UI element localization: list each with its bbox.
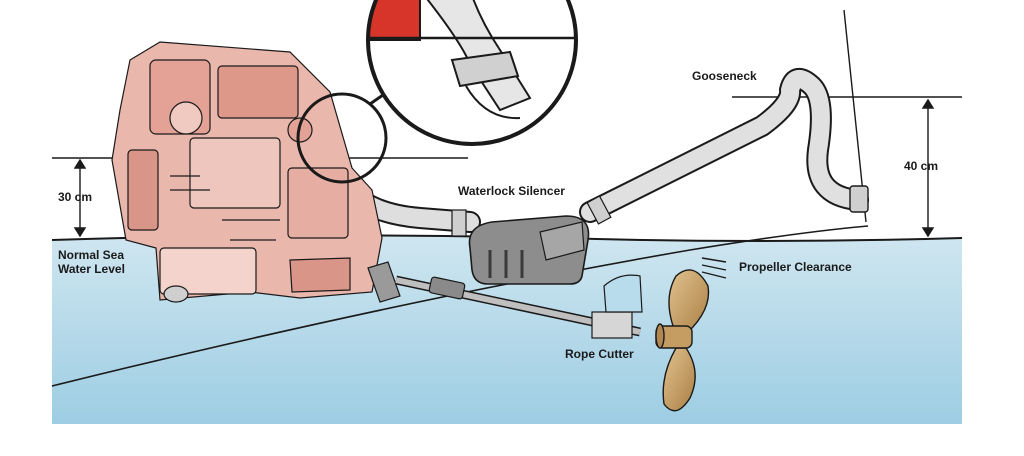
gooseneck-hose bbox=[579, 68, 869, 225]
magnifier-inset bbox=[296, 0, 578, 184]
propeller-clearance-marks bbox=[701, 257, 727, 279]
label-waterlock-silencer: Waterlock Silencer bbox=[458, 184, 565, 198]
label-propeller-clearance: Propeller Clearance bbox=[739, 260, 852, 274]
drive-shaft bbox=[367, 261, 641, 339]
dimension-arrow-30cm bbox=[73, 158, 87, 238]
propeller bbox=[655, 269, 710, 412]
label-sea-level-line2: Water Level bbox=[58, 262, 125, 276]
label-sea-level-line1: Normal Sea bbox=[58, 248, 125, 262]
label-height-engine: 30 cm bbox=[58, 190, 93, 204]
label-rope-cutter: Rope Cutter bbox=[565, 347, 634, 361]
dimension-arrow-40cm bbox=[921, 98, 935, 238]
engine bbox=[111, 41, 383, 303]
skeg bbox=[603, 274, 643, 313]
waterlock-silencer bbox=[468, 215, 590, 285]
label-gooseneck: Gooseneck bbox=[692, 69, 757, 83]
label-height-gooseneck: 40 cm bbox=[904, 159, 939, 173]
